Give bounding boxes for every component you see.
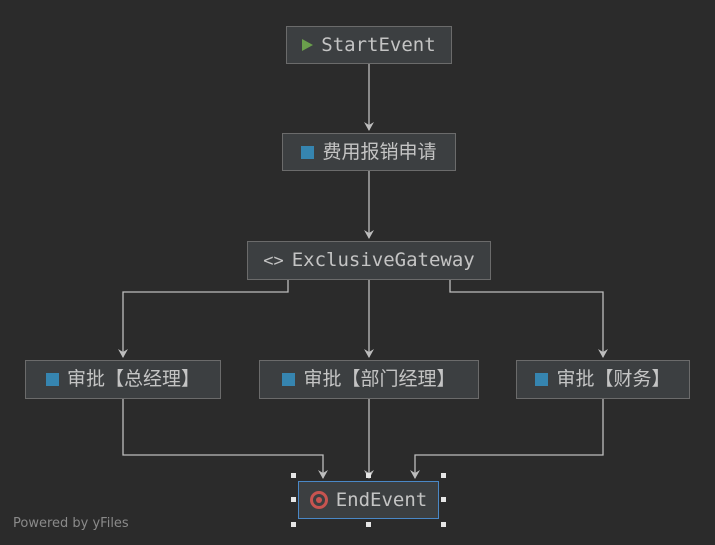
start-event-node[interactable]: StartEvent — [286, 26, 452, 64]
gateway-label: ExclusiveGateway — [291, 249, 475, 271]
resize-handle-bottom-right[interactable] — [441, 522, 446, 527]
resize-handle-middle-right[interactable] — [441, 497, 446, 502]
expense-request-task-node[interactable]: 费用报销申请 — [282, 133, 456, 171]
edge-gateway-to-finance — [449, 280, 608, 358]
task-icon — [535, 373, 549, 386]
start-event-label: StartEvent — [321, 33, 436, 56]
approve-dept-label: 审批【部门经理】 — [303, 368, 456, 390]
play-icon — [302, 39, 314, 51]
edge-gm-to-end — [122, 399, 328, 479]
approve-gm-label: 审批【总经理】 — [66, 368, 200, 390]
resize-handle-top-right[interactable] — [441, 473, 446, 478]
end-event-label: EndEvent — [335, 488, 428, 511]
gateway-icon: <> — [263, 250, 284, 271]
resize-handle-bottom-left[interactable] — [291, 522, 296, 527]
approve-finance-label: 审批【财务】 — [556, 368, 671, 390]
end-event-node[interactable]: EndEvent — [298, 481, 439, 519]
task-icon — [282, 373, 296, 386]
resize-handle-top-center[interactable] — [366, 473, 371, 478]
approve-gm-task-node[interactable]: 审批【总经理】 — [25, 360, 221, 399]
approve-finance-task-node[interactable]: 审批【财务】 — [516, 360, 690, 399]
exclusive-gateway-node[interactable]: <> ExclusiveGateway — [247, 241, 491, 280]
edge-finance-to-end — [410, 399, 604, 479]
edge-gateway-to-gm — [118, 280, 289, 358]
task-icon — [301, 145, 315, 159]
resize-handle-middle-left[interactable] — [291, 497, 296, 502]
powered-by-label: Powered by yFiles — [13, 516, 129, 531]
task-icon — [45, 373, 59, 386]
approve-dept-task-node[interactable]: 审批【部门经理】 — [259, 360, 479, 399]
resize-handle-top-left[interactable] — [291, 473, 296, 478]
resize-handle-bottom-center[interactable] — [366, 522, 371, 527]
end-event-icon — [309, 491, 328, 509]
expense-request-label: 费用报销申请 — [322, 140, 437, 163]
